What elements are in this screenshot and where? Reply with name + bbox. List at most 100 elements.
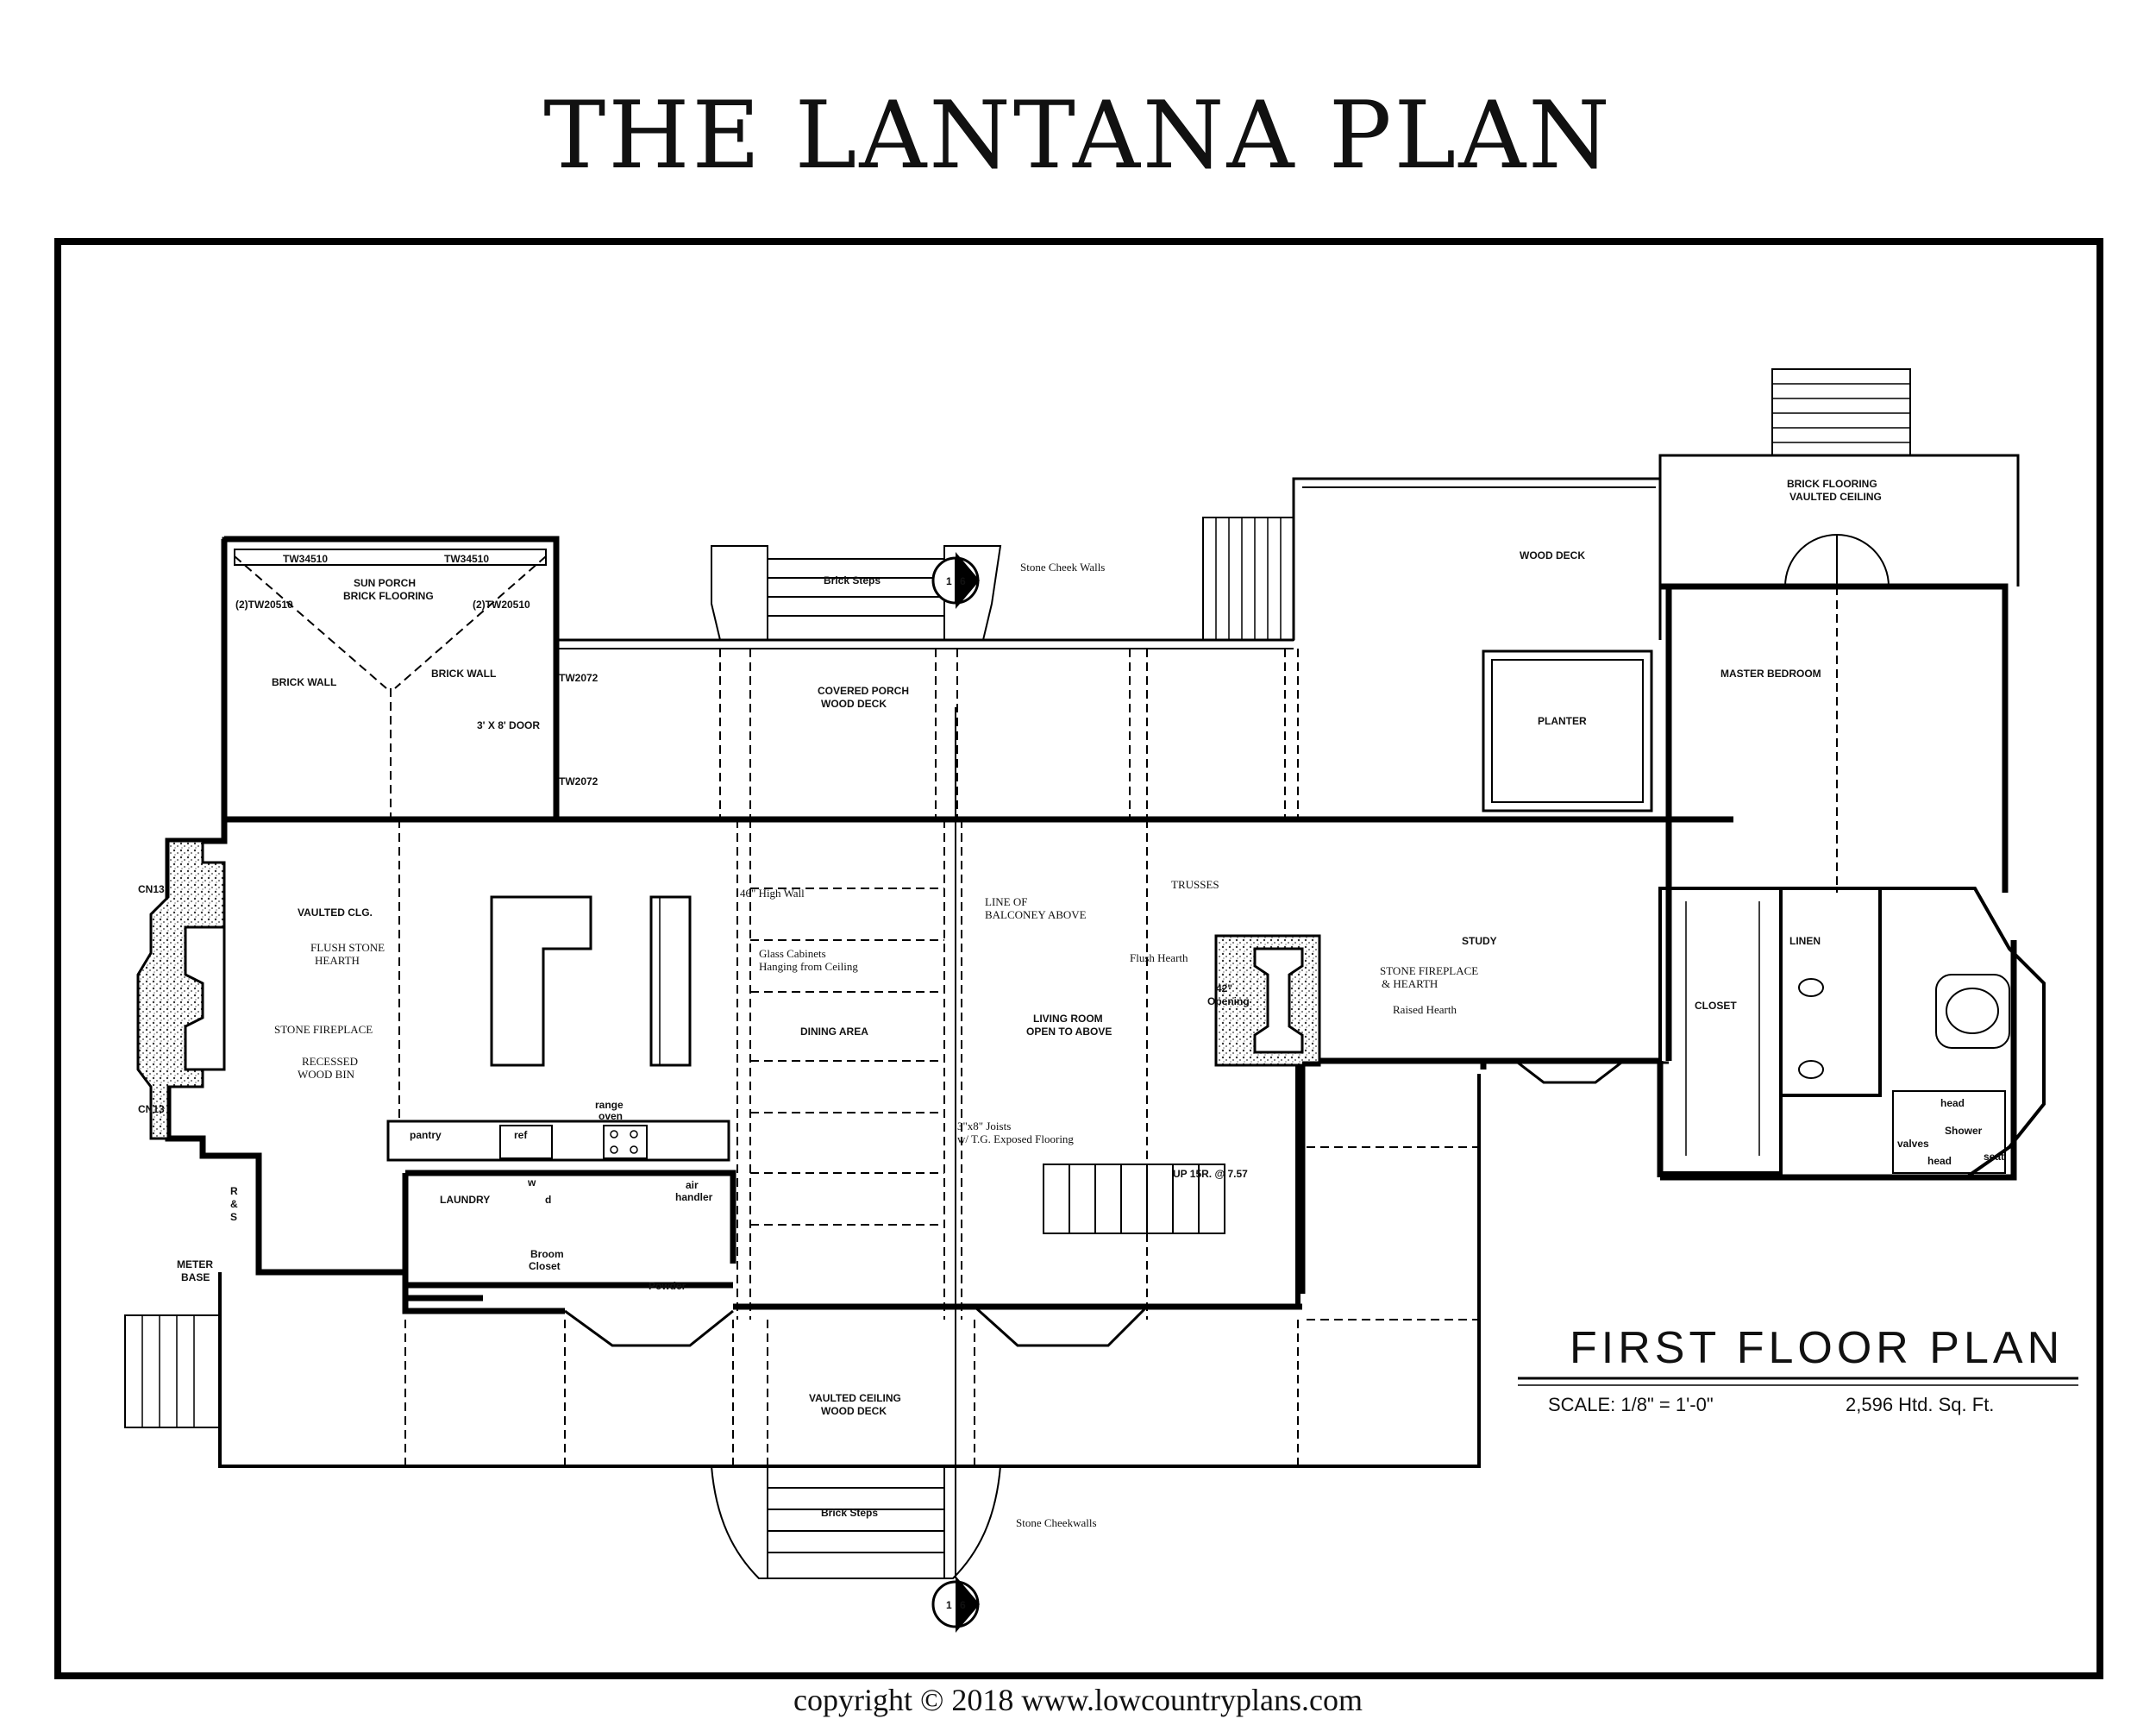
label-stone-fireplace-hearth-1: STONE FIREPLACE [1380,964,1478,977]
brick-steps-bottom [711,1465,1001,1579]
label-vaulted-ceiling-bottom: VAULTED CEILING [809,1392,901,1404]
section-marker-top [931,552,980,609]
label-range-oven-2: oven [599,1110,623,1122]
label-stone-fireplace-hearth-2: & HEARTH [1382,977,1438,990]
label-r-and-s-1: R [230,1185,238,1197]
label-vaulted-ceiling-upper: VAULTED CEILING [1789,491,1882,503]
label-closet: CLOSET [1695,1000,1737,1012]
covered-porch-top [556,638,1299,819]
label-brick-steps-bottom: Brick Steps [821,1507,878,1519]
label-head-1: head [1940,1097,1965,1109]
label-wood-deck-top: WOOD DECK [1520,549,1585,561]
label-brick-steps-top: Brick Steps [824,574,881,586]
label-recessed-wood-bin-1: RECESSED [302,1055,358,1068]
label-wood-deck-bottom: WOOD DECK [821,1405,887,1417]
interior-beams [398,819,1148,1320]
label-range-oven-1: range [595,1099,624,1111]
label-tw34510-left: TW34510 [283,553,328,565]
label-powder: Powder [649,1280,686,1292]
label-tw20510-left: (2)TW20510 [235,599,293,611]
kitchen [386,895,730,1162]
label-sun-porch-flooring: BRICK FLOORING [343,590,434,602]
stone-fireplace-left-firebox [184,925,226,1071]
master-bath [1658,887,2046,1179]
label-broom-closet-2: Closet [529,1260,561,1272]
label-up-stairs: UP 15R. @ 7.57 [1173,1168,1248,1180]
label-brick-wall-right: BRICK WALL [431,668,496,680]
section-marker-top-a: 1 [946,575,952,587]
label-planter: PLANTER [1538,715,1587,727]
planter [1482,649,1653,812]
label-line-of-balconey-2: BALCONEY ABOVE [985,908,1087,921]
plan-scale: SCALE: 1/8" = 1'-0" [1548,1394,1714,1415]
label-recessed-wood-bin-2: WOOD BIN [298,1068,355,1081]
label-living-room: LIVING ROOM [1033,1013,1103,1025]
label-tw20510-right: (2)TW20510 [473,599,530,611]
sheet-border [54,238,2103,1679]
label-line-of-balconey-1: LINE OF [985,895,1027,908]
section-marker-bottom-a: 1 [946,1599,952,1611]
label-laundry: LAUNDRY [440,1194,490,1206]
label-linen: LINEN [1789,935,1821,947]
label-air-handler-2: handler [675,1191,713,1203]
label-door-3x8: 3' X 8' DOOR [477,719,540,731]
label-air-handler-1: air [686,1179,699,1191]
label-tw34510-right: TW34510 [444,553,489,565]
label-open-to-above: OPEN TO ABOVE [1026,1026,1112,1038]
label-high-wall: 46" High Wall [740,887,805,900]
label-flush-hearth: Flush Hearth [1130,951,1188,964]
label-glass-cabinets-2: Hanging from Ceiling [759,960,858,973]
label-sun-porch: SUN PORCH [354,577,416,589]
brick-steps-top [711,545,1002,641]
label-ref: ref [514,1129,528,1141]
label-vaulted-clg: VAULTED CLG. [298,906,373,919]
label-broom-closet-1: Broom [530,1248,564,1260]
plan-area: 2,596 Htd. Sq. Ft. [1846,1394,1994,1415]
label-dining-area: DINING AREA [800,1026,868,1038]
label-pantry: pantry [410,1129,442,1141]
label-covered-porch-deck: WOOD DECK [821,698,887,710]
study-fireplace [1214,934,1669,1307]
label-covered-porch: COVERED PORCH [818,685,909,697]
label-valves: valves [1897,1138,1929,1150]
label-washer: w [527,1176,536,1189]
label-stone-fireplace: STONE FIREPLACE [274,1023,373,1036]
label-r-and-s-2: & [230,1198,238,1210]
label-meter-base-1: METER [177,1258,213,1270]
label-trusses: TRUSSES [1171,878,1219,891]
label-tw2072-top: TW2072 [559,672,599,684]
label-study: STUDY [1462,935,1497,947]
label-42-opening-1: 42" [1216,982,1232,994]
wood-deck-upper [1202,477,1662,641]
label-dryer: d [545,1194,551,1206]
label-meter-base-2: BASE [181,1271,210,1283]
label-flush-stone-hearth-2: HEARTH [315,954,360,967]
stairs [1043,1164,1225,1234]
label-joists-1: 3"x8" Joists [957,1120,1011,1132]
label-raised-hearth: Raised Hearth [1393,1003,1457,1016]
label-r-and-s-3: S [230,1211,237,1223]
section-marker-bottom-b: 6 [960,1599,966,1611]
master-suite-upper [1658,368,2020,893]
label-brick-flooring-upper: BRICK FLOORING [1787,478,1877,490]
label-tw2072-bottom: TW2072 [559,775,599,787]
copyright: copyright © 2018 www.lowcountryplans.com [793,1683,1363,1717]
label-glass-cabinets-1: Glass Cabinets [759,947,826,960]
label-stone-cheek-walls: Stone Cheek Walls [1020,561,1105,574]
label-master-bedroom: MASTER BEDROOM [1720,668,1821,680]
section-marker-top-b: 6 [960,575,966,587]
label-seat: seat [1984,1151,2004,1163]
plan-heading: FIRST FLOOR PLAN [1570,1323,2064,1373]
label-42-opening-2: Opening [1207,995,1250,1007]
label-flush-stone-hearth-1: FLUSH STONE [310,941,385,954]
label-cn13-top: CN13 [138,883,165,895]
bay-windows [564,1305,1149,1347]
sun-porch [222,536,559,822]
label-head-2: head [1927,1155,1952,1167]
label-cn13-bottom: CN13 [138,1103,165,1115]
label-shower: Shower [1945,1125,1983,1137]
label-brick-wall-left: BRICK WALL [272,676,336,688]
plan-title: THE LANTANA PLAN [543,82,1613,190]
label-stone-cheekwalls: Stone Cheekwalls [1016,1516,1097,1529]
